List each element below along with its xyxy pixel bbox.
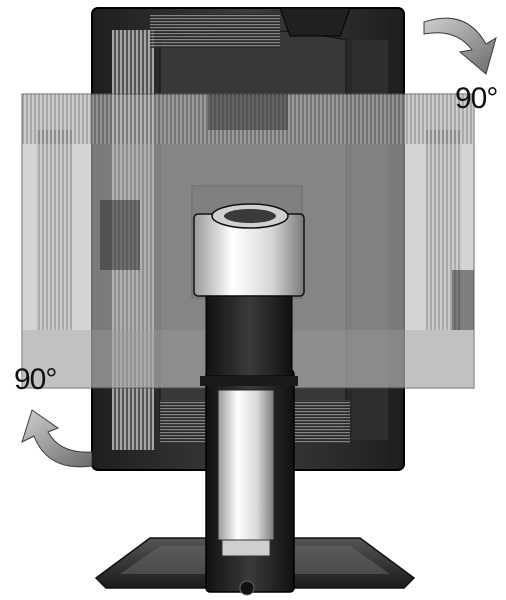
curved-arrow-counterclockwise-icon [21, 409, 93, 468]
rotation-angle-label-top: 90° [455, 82, 498, 115]
curved-arrow-clockwise-icon [423, 17, 497, 75]
rotation-angle-label-bottom: 90° [14, 363, 57, 396]
stand-neck [205, 369, 295, 596]
stand-column [193, 203, 305, 386]
